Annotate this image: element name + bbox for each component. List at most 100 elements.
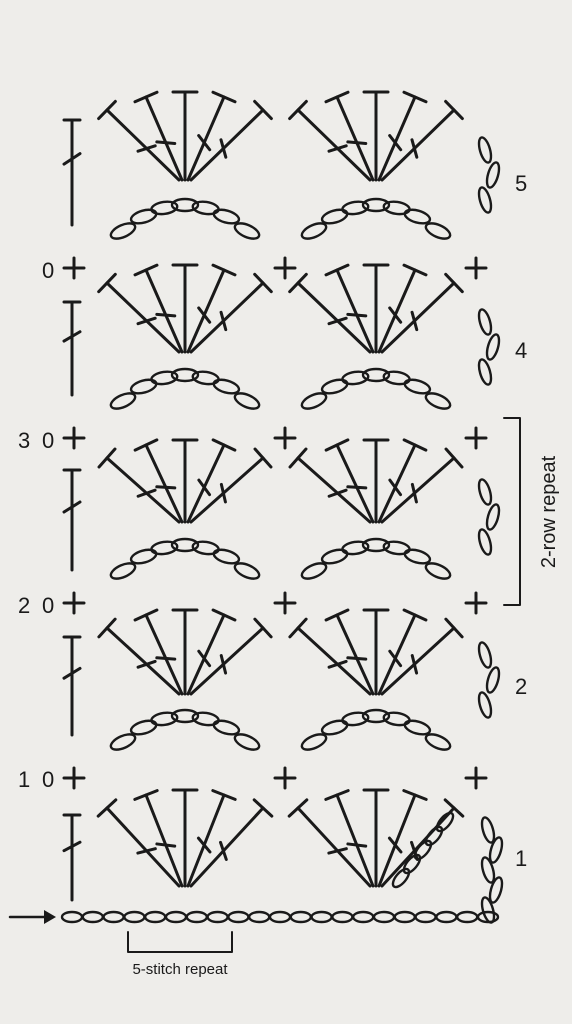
right-turning-chains	[391, 136, 504, 924]
chain-stitch	[361, 197, 391, 213]
foundation-chain-stitch	[81, 910, 105, 924]
foundation-chain-stitch	[206, 910, 229, 924]
sc-plus-marker	[273, 426, 297, 450]
zero-marker-1: 0	[42, 767, 54, 792]
stitch-post	[377, 443, 417, 524]
chain-stitch	[424, 222, 452, 240]
stitch-cross	[155, 140, 177, 145]
stitch-top-bar	[444, 272, 464, 294]
chain-stitch	[477, 691, 493, 719]
stitch-post	[144, 268, 184, 354]
foundation-chain	[60, 910, 500, 924]
stitch-post	[296, 806, 372, 888]
foundation-chain-stitch	[268, 910, 292, 924]
chain-stitch	[480, 816, 496, 844]
stitch-top-bar	[402, 608, 428, 622]
chain-stitch	[212, 548, 241, 565]
stitch-top-bar	[402, 789, 428, 801]
foundation-chain-stitch	[352, 910, 375, 924]
chain-stitch	[477, 528, 493, 556]
left-turning-columns	[62, 118, 82, 902]
stitch-post	[105, 806, 181, 888]
chain-stitch	[361, 537, 391, 553]
shell-fan	[288, 263, 464, 354]
chain-stitch	[485, 333, 501, 361]
stitch-repeat-bracket	[127, 931, 233, 953]
chain-stitch	[170, 708, 200, 724]
foundation-chain-stitch	[248, 910, 271, 924]
stitch-top-bar	[133, 263, 159, 277]
turning-chain	[480, 816, 504, 924]
chain-arc	[109, 708, 261, 751]
turning-column	[62, 813, 82, 902]
turning-column	[62, 300, 82, 397]
chain-stitch	[403, 719, 432, 736]
stitch-top-bar	[97, 617, 117, 639]
diagonal-chain	[391, 811, 455, 889]
row-label-4: 4	[515, 338, 527, 363]
turning-chain	[477, 308, 501, 386]
stitch-post	[105, 108, 181, 182]
foundation-chain-stitch	[393, 910, 416, 924]
stitch-post	[189, 806, 265, 888]
stitch-post	[377, 95, 417, 182]
turning-column	[62, 635, 82, 737]
chain-stitch	[477, 478, 493, 506]
chain-stitch	[233, 562, 261, 580]
foundation-chain-stitch	[60, 910, 84, 924]
stitch-post	[105, 456, 181, 524]
chain-stitch	[109, 222, 137, 240]
stitch-post	[296, 626, 372, 696]
turning-column	[62, 118, 82, 227]
chain-stitch	[341, 370, 370, 386]
chain-stitch	[477, 186, 493, 214]
chain-stitch	[129, 719, 158, 736]
stitch-cross	[327, 488, 348, 498]
stitch-post	[335, 443, 375, 524]
foundation-chain-stitch	[102, 910, 125, 924]
stitch-top-bar	[324, 263, 350, 277]
chain-stitch	[485, 666, 501, 694]
stitch-repeat-label: 5-stitch repeat	[132, 961, 228, 978]
chain-stitch	[150, 200, 179, 216]
stitch-post	[377, 613, 417, 696]
chain-stitch	[320, 208, 349, 225]
sc-plus-marker	[273, 766, 297, 790]
stitch-top-bar	[324, 438, 350, 452]
stitch-top-bar	[444, 447, 464, 469]
left-label-1: 1	[18, 767, 30, 792]
sc-plus-marker	[464, 256, 488, 280]
stitch-post	[105, 626, 181, 696]
stitch-cross	[388, 649, 403, 668]
stitch-cross	[410, 310, 419, 332]
chain-stitch	[150, 370, 179, 386]
stitch-post	[335, 268, 375, 354]
chain-stitch	[233, 392, 261, 410]
stitch-top-bar	[253, 272, 273, 294]
stitch-top-bar	[288, 447, 308, 469]
stitch-top-bar	[253, 617, 273, 639]
stitch-post	[335, 95, 375, 182]
chain-stitch	[361, 367, 391, 383]
chain-arc	[109, 537, 261, 580]
sc-plus-marker	[273, 591, 297, 615]
chain-stitch	[477, 136, 493, 164]
foundation-chain-stitch	[414, 910, 437, 924]
shell-fan	[97, 438, 273, 524]
stitch-post	[189, 108, 265, 182]
stitch-post	[380, 281, 456, 354]
stitch-cross	[219, 482, 227, 504]
stitch-post	[189, 281, 265, 354]
stitch-top-bar	[288, 617, 308, 639]
foundation-chain-stitch	[185, 910, 209, 924]
stitch-cross	[219, 310, 228, 332]
chain-stitch	[424, 392, 452, 410]
sc-plus-marker	[464, 591, 488, 615]
stitch-cross	[219, 840, 228, 861]
chain-stitch	[424, 562, 452, 580]
chain-stitch	[477, 358, 493, 386]
zero-marker-2: 0	[42, 593, 54, 618]
chain-stitch	[212, 208, 241, 225]
arrow-right-icon	[8, 910, 56, 924]
chain-stitch	[300, 222, 328, 240]
